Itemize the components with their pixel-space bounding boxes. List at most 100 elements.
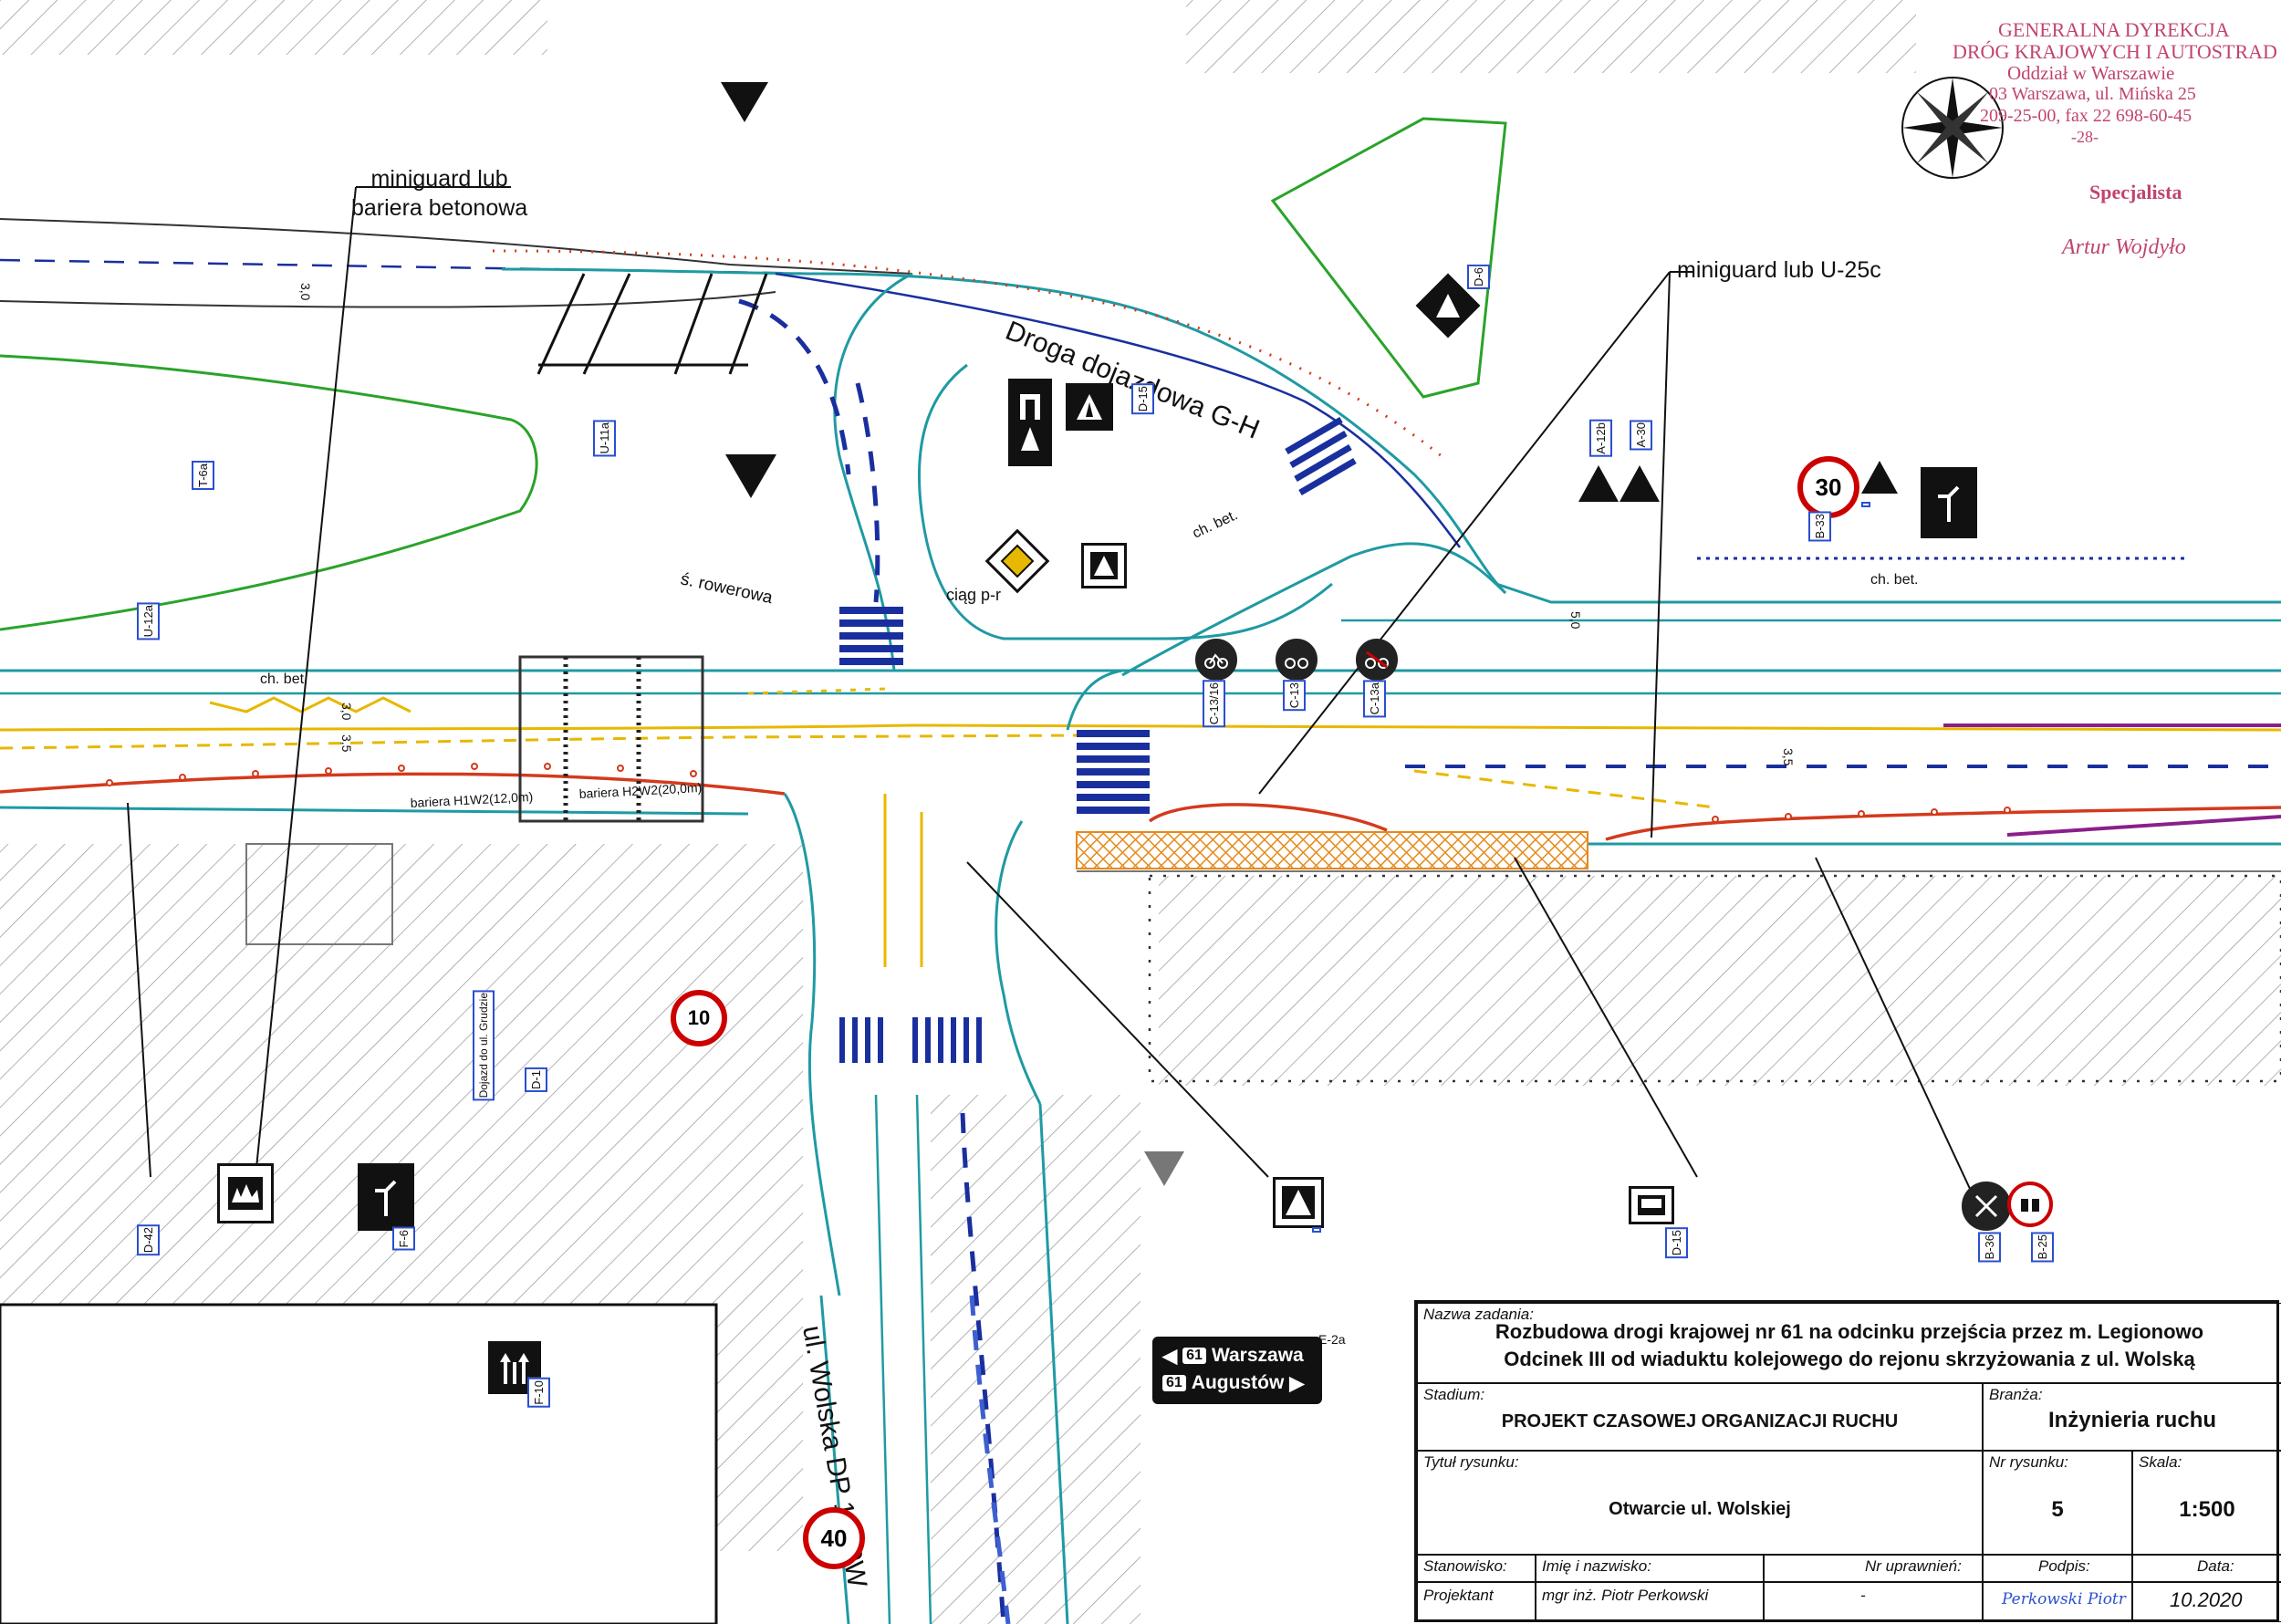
- stamp-name: Artur Wojdyło: [2062, 235, 2186, 259]
- task-cell: Nazwa zadania: Rozbudowa drogi krajowej …: [1417, 1303, 2281, 1383]
- branch-value: Inżynieria ruchu: [2047, 1408, 2217, 1432]
- speed-limit-30-sign: 30: [1797, 456, 1859, 518]
- signature-value: Perkowski Piotr: [2002, 1590, 2126, 1608]
- position-caption: Stanowisko:: [1423, 1557, 1507, 1575]
- main-road: [0, 669, 2281, 872]
- d15-sign-icon: [1081, 543, 1127, 588]
- dead-end-sign-icon: [1008, 379, 1052, 466]
- a12b-narrowing-sign-icon: [1578, 465, 1619, 502]
- temporary-markings: [209, 687, 923, 967]
- license-value-cell: -: [1764, 1582, 1983, 1622]
- arrow-left-icon: ◀: [1162, 1345, 1178, 1367]
- signature-caption: Podpis:: [2038, 1557, 2090, 1575]
- sidewalk-label-left: ch. bet.: [260, 671, 307, 687]
- stamp-line6: -28-: [2071, 128, 2099, 146]
- junction-curves: [783, 272, 1507, 1624]
- license-caption-cell: Nr uprawnień:: [1764, 1555, 1983, 1582]
- sign-code-u11a: U-11a: [593, 420, 616, 457]
- bike-c13-16-sign-icon: [1276, 639, 1318, 681]
- stage-caption: Stadium:: [1423, 1386, 1485, 1403]
- sign-code-a11a: [1861, 502, 1870, 507]
- f6-right-sign-icon: [1921, 467, 1977, 538]
- sign-code-d1: D-1: [525, 1067, 547, 1092]
- authority-stamp: GENERALNA DYREKCJA DRÓG KRAJOWYCH I AUTO…: [1934, 18, 2281, 265]
- upper-road: [0, 218, 2281, 622]
- dashed-ramp-markings: [738, 298, 1011, 1624]
- sign-code-b25: B-25: [2031, 1232, 2054, 1263]
- arrow-right-icon: ▶: [1289, 1372, 1305, 1394]
- a11a-sign-icon: [1861, 461, 1898, 494]
- a7-yield-upper-sign-icon: [721, 82, 768, 122]
- date-value-cell: 10.2020: [2132, 1582, 2281, 1622]
- branch-caption: Branża:: [1989, 1386, 2043, 1403]
- sign-code-t0: [1312, 1227, 1321, 1233]
- b36-no-stopping-sign-icon: [1962, 1182, 2011, 1231]
- crossing-d6-sign-icon: [1066, 383, 1113, 431]
- position-value: Projektant: [1423, 1587, 1494, 1604]
- barrier-nodes: [106, 763, 2011, 823]
- sidewalk-label-mid: ch. bet.: [1191, 507, 1241, 542]
- signature-caption-cell: Podpis:: [1983, 1555, 2132, 1582]
- sign-code-f6: F-6: [392, 1227, 415, 1251]
- d42-sign-icon: [217, 1163, 274, 1223]
- sign-code-c13a: C-13a: [1363, 680, 1386, 718]
- callout-miniguard-barrier: miniguard lub bariera betonowa: [351, 166, 528, 221]
- f6-sign-icon: [358, 1163, 414, 1231]
- bike-c13-sign-icon: [1195, 639, 1237, 681]
- drawing-caption: Tytuł rysunku:: [1423, 1453, 1519, 1471]
- sign-code-a30: A-30: [1630, 420, 1652, 451]
- branch-cell: Branża: Inżynieria ruchu: [1983, 1383, 2281, 1451]
- crossing-d6-upper-sign-icon: [1415, 273, 1481, 338]
- drawing-title-cell: Tytuł rysunku: Otwarcie ul. Wolskiej: [1417, 1451, 1983, 1555]
- sidewalk-label-right: ch. bet.: [1870, 572, 1918, 588]
- task-line1: Rozbudowa drogi krajowej nr 61 na odcink…: [1495, 1320, 2204, 1343]
- f10-lane-sign-icon: [488, 1341, 541, 1394]
- dim-3-0-main: 3,0: [339, 703, 354, 721]
- name-caption-cell: Imię i nazwisko:: [1536, 1555, 1764, 1582]
- sign-code-c13-16: C-13/16: [1203, 680, 1225, 728]
- bike-c13a-sign-icon: [1356, 639, 1398, 681]
- t0-crossing-sign-icon: [1273, 1177, 1324, 1228]
- position-value-cell: Projektant: [1417, 1582, 1536, 1622]
- dim-3-5-main: 3,5: [339, 734, 354, 753]
- sign-code-e2a: E-2a: [1318, 1332, 1346, 1347]
- speed-limit-40-sign: 40: [803, 1507, 865, 1569]
- name-caption: Imię i nazwisko:: [1542, 1557, 1651, 1575]
- pedestrian-bike-label: ciąg p-r: [946, 586, 1001, 604]
- north-arrow-icon: [1901, 77, 2004, 179]
- stamp-line2: DRÓG KRAJOWYCH I AUTOSTRAD: [1953, 40, 2277, 63]
- stamp-line3: Oddział w Warszawie: [2007, 62, 2175, 84]
- name-value: mgr inż. Piotr Perkowski: [1542, 1587, 1709, 1604]
- bike-path-label: ś. rowerowa: [679, 569, 775, 608]
- sign-code-u12a: U-12a: [137, 602, 160, 640]
- a7-yield-lower-sign-icon: [1144, 1151, 1184, 1186]
- scale-value: 1:500: [2179, 1497, 2235, 1522]
- dim-3-0-upper: 3,0: [298, 283, 313, 301]
- barrier-label-h2w2: bariera H2W2(20,0m): [578, 780, 702, 801]
- inset-frame: [0, 1303, 718, 1624]
- sign-code-b36: B-36: [1978, 1232, 2001, 1263]
- direction-warszawa: Warszawa: [1211, 1345, 1304, 1366]
- weight-limit-10-sign: 10: [671, 990, 727, 1046]
- stamp-role: Specjalista: [2089, 181, 2182, 203]
- task-caption: Nazwa zadania:: [1423, 1306, 1534, 1323]
- license-value: -: [1860, 1587, 1866, 1604]
- viaduct-structures: [518, 273, 768, 823]
- sign-code-a12b: A-12b: [1589, 420, 1612, 457]
- green-belt: [0, 354, 538, 631]
- leader-lines: [127, 186, 1972, 1192]
- barrier-label-h1w2: bariera H1W2(12,0m): [410, 789, 533, 810]
- name-value-cell: mgr inż. Piotr Perkowski: [1536, 1582, 1764, 1622]
- sign-code-d6: D-6: [1467, 265, 1490, 289]
- position-caption-cell: Stanowisko:: [1417, 1555, 1536, 1582]
- sign-code-d15: D-15: [1665, 1227, 1688, 1259]
- d15-bus-stop-sign-icon: [1629, 1186, 1674, 1224]
- sign-code-d42: D-42: [137, 1224, 160, 1256]
- number-value: 5: [2051, 1497, 2064, 1522]
- crosswalk-upper: [1285, 416, 1357, 496]
- stage-value: PROJEKT CZASOWEJ ORGANIZACJI RUCHU: [1501, 1411, 1899, 1431]
- green-island: [1270, 117, 1507, 399]
- sign-code-c13: C-13: [1283, 680, 1306, 712]
- date-value: 10.2020: [2170, 1588, 2243, 1611]
- drawing-value: Otwarcie ul. Wolskiej: [1609, 1499, 1791, 1519]
